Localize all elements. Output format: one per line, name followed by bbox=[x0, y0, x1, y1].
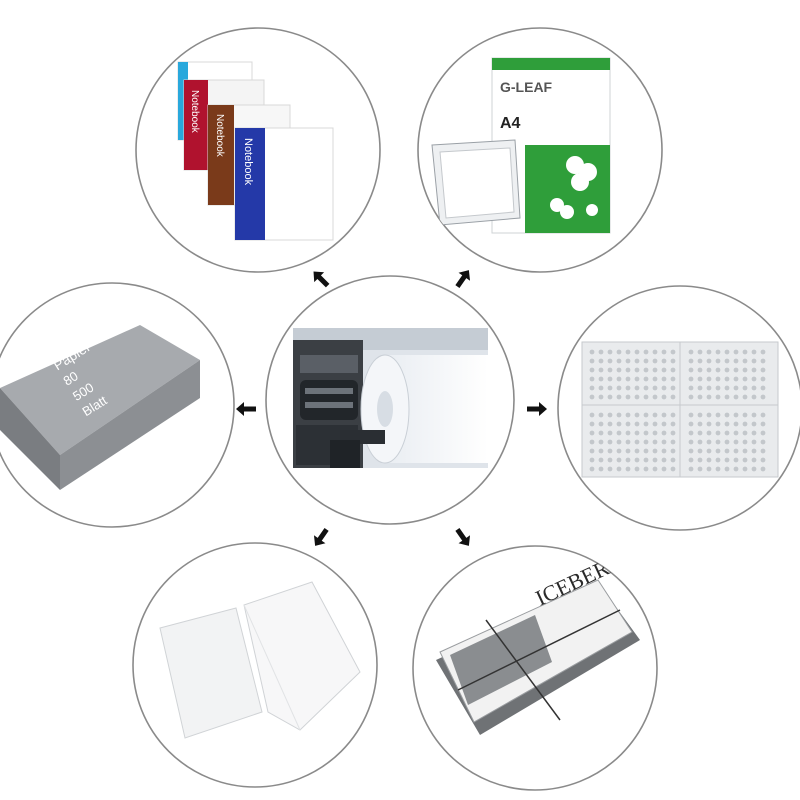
gleaf-green-panel bbox=[525, 145, 610, 233]
newspaper-photo: ICEBERG bbox=[436, 548, 640, 735]
notebooks-node: Notebook Notebook Notebook bbox=[135, 27, 381, 273]
newspaper-node: ICEBERG bbox=[412, 545, 658, 791]
gleaf-brand-label: G-LEAF bbox=[500, 79, 553, 95]
sheet-node bbox=[557, 285, 800, 531]
ream-text-80: 80 bbox=[60, 368, 80, 388]
a4-size-label: A4 bbox=[500, 115, 521, 132]
gleaf-header-band bbox=[492, 58, 610, 70]
sheet-photo bbox=[581, 341, 779, 478]
arrow-to-paper-ream bbox=[236, 402, 256, 416]
arrow-to-napkins bbox=[313, 528, 329, 546]
arrow-to-notebooks bbox=[313, 271, 330, 288]
center-node bbox=[265, 275, 515, 525]
notebook-cover-label-red: Notebook bbox=[189, 90, 200, 134]
notebook-cyan-spine bbox=[178, 62, 188, 140]
ream-box-face bbox=[60, 360, 200, 490]
napkins-photo bbox=[159, 581, 361, 739]
paper-ream-photo: Papier 80 500 Blatt bbox=[0, 325, 200, 490]
a4-pack-node: G-LEAF A4 bbox=[417, 27, 663, 273]
paper-ream-node: Papier 80 500 Blatt bbox=[0, 282, 235, 528]
notebook-cover-label-brown: Notebook bbox=[214, 114, 225, 158]
arrow-to-a4-pack bbox=[455, 270, 471, 288]
clover-decoration bbox=[550, 156, 598, 219]
notebook-red-cover bbox=[184, 80, 208, 170]
notebooks-photo: Notebook Notebook Notebook bbox=[177, 61, 334, 241]
arrows bbox=[236, 270, 547, 546]
notebook-brown-cover bbox=[208, 105, 234, 205]
arrow-to-newspaper bbox=[455, 528, 471, 546]
paper-roll-machine-photo bbox=[293, 328, 488, 468]
notebook-cover-label-blue: Notebook bbox=[242, 138, 254, 186]
notebook-blue-cover bbox=[235, 128, 265, 240]
sheet-dot-pattern bbox=[589, 349, 766, 472]
a4-pack-photo: G-LEAF A4 bbox=[431, 57, 611, 234]
napkins-node bbox=[132, 542, 378, 788]
arrow-to-sheet bbox=[527, 402, 547, 416]
